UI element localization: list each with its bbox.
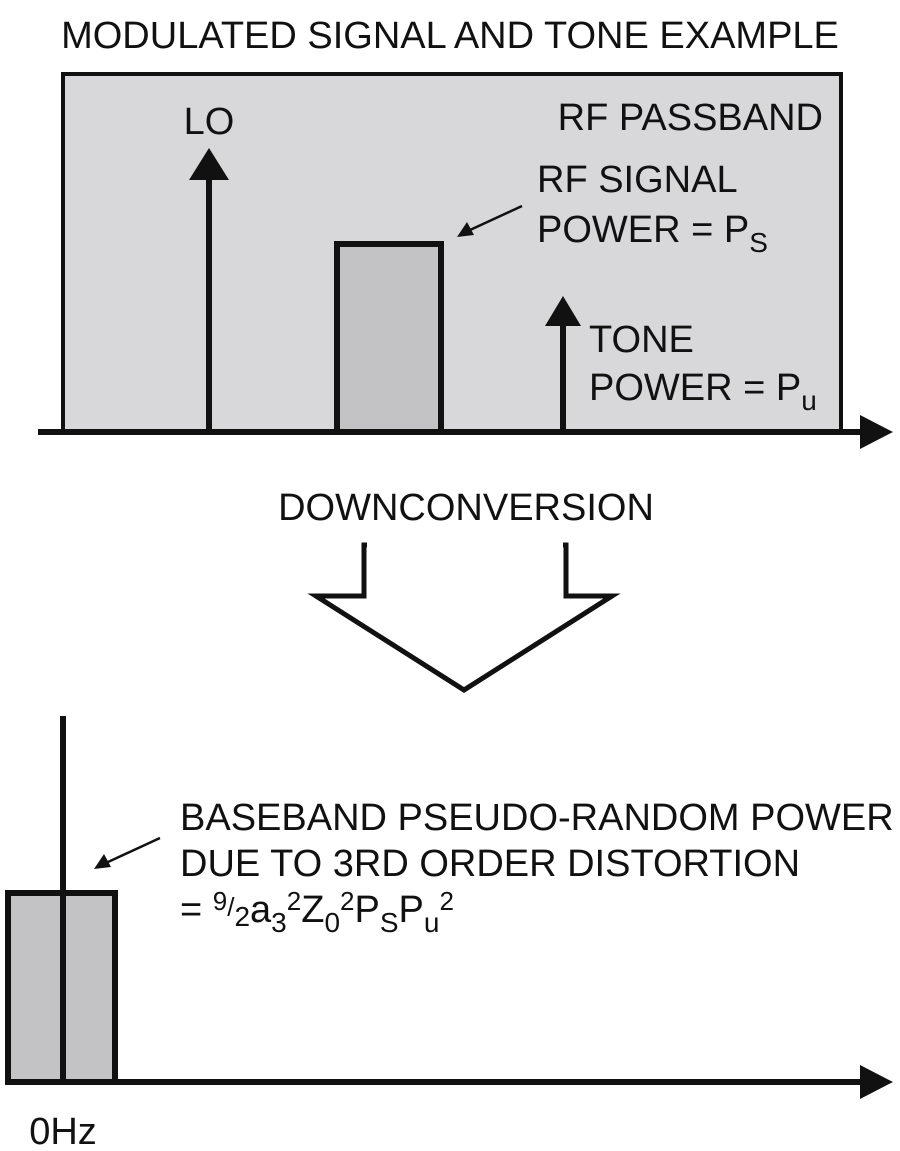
rf-signal-label-line2: POWER = PS	[537, 209, 768, 258]
downconversion-arrow	[307, 542, 621, 693]
formula-z: Z	[301, 889, 324, 931]
baseband-pointer-line	[107, 836, 161, 864]
rf-signal-power-subscript: S	[749, 227, 768, 258]
formula-pu-sup: 2	[439, 886, 453, 916]
diagram-title: MODULATED SIGNAL AND TONE EXAMPLE	[61, 15, 839, 57]
rf-signal-label-line1: RF SIGNAL	[537, 159, 738, 201]
zero-hz-label: 0Hz	[29, 1111, 97, 1151]
rf-passband-label: RF PASSBAND	[558, 97, 823, 139]
formula-z-sub: 0	[324, 907, 340, 938]
formula-a-sub: 3	[271, 907, 287, 938]
formula-ps: P	[354, 889, 379, 931]
formula-pu-sub: u	[424, 907, 440, 938]
rf-passband-box	[61, 72, 843, 434]
formula-a-sup: 2	[287, 886, 301, 916]
lo-arrow-head	[189, 148, 229, 180]
rf-signal-power-prefix: POWER = P	[537, 209, 749, 251]
formula-a: a	[250, 889, 272, 931]
baseband-label-line1: BASEBAND PSEUDO-RANDOM POWER	[180, 797, 894, 839]
formula-frac-num: 9	[213, 886, 227, 916]
tone-power-subscript: u	[801, 385, 817, 416]
formula-z-sup: 2	[340, 886, 354, 916]
tone-label-line1: TONE	[589, 319, 694, 361]
baseband-pointer-head	[94, 854, 111, 869]
formula-frac-den: 2	[234, 901, 250, 932]
baseband-frequency-axis-arrowhead	[860, 1065, 893, 1099]
tone-label-line2: POWER = Pu	[589, 367, 817, 416]
downconversion-label: DOWNCONVERSION	[278, 487, 654, 529]
rf-signal-block	[334, 241, 444, 435]
formula-equals: =	[180, 889, 213, 931]
tone-arrow-head	[545, 296, 581, 326]
rf-signal-pointer-line	[469, 204, 523, 232]
baseband-label-line2: DUE TO 3RD ORDER DISTORTION	[180, 843, 800, 885]
formula-frac-slash: /	[227, 892, 235, 922]
rf-signal-pointer-head	[457, 222, 474, 237]
distortion-formula: = 9/2a32Z02PSPu2	[180, 886, 454, 938]
rf-frequency-axis-arrowhead	[860, 415, 893, 449]
formula-ps-sub: S	[380, 907, 399, 938]
formula-pu: P	[399, 889, 424, 931]
lo-label: LO	[184, 101, 235, 143]
tone-power-prefix: POWER = P	[589, 367, 801, 409]
